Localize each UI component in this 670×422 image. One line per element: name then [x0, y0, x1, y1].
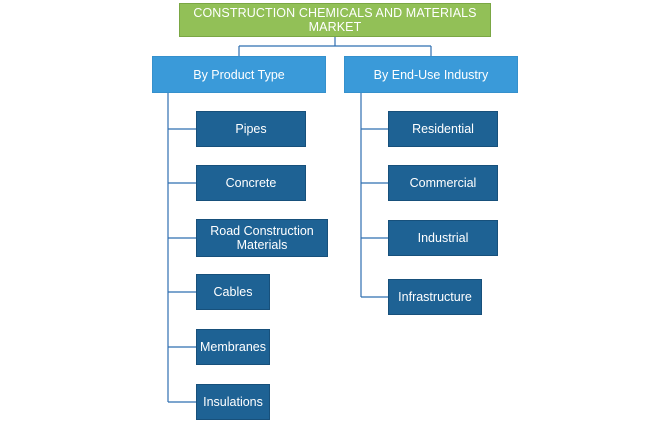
leaf-road-construction-materials: Road Construction Materials [196, 219, 328, 257]
leaf-insulations: Insulations [196, 384, 270, 420]
leaf-concrete: Concrete [196, 165, 306, 201]
leaf-commercial: Commercial [388, 165, 498, 201]
leaf-residential: Residential [388, 111, 498, 147]
leaf-industrial: Industrial [388, 220, 498, 256]
root-node: CONSTRUCTION CHEMICALS AND MATERIALS MAR… [179, 3, 491, 37]
leaf-membranes: Membranes [196, 329, 270, 365]
category-by-product-type: By Product Type [152, 56, 326, 93]
leaf-infrastructure: Infrastructure [388, 279, 482, 315]
leaf-pipes: Pipes [196, 111, 306, 147]
leaf-cables: Cables [196, 274, 270, 310]
category-by-end-use-industry: By End-Use Industry [344, 56, 518, 93]
